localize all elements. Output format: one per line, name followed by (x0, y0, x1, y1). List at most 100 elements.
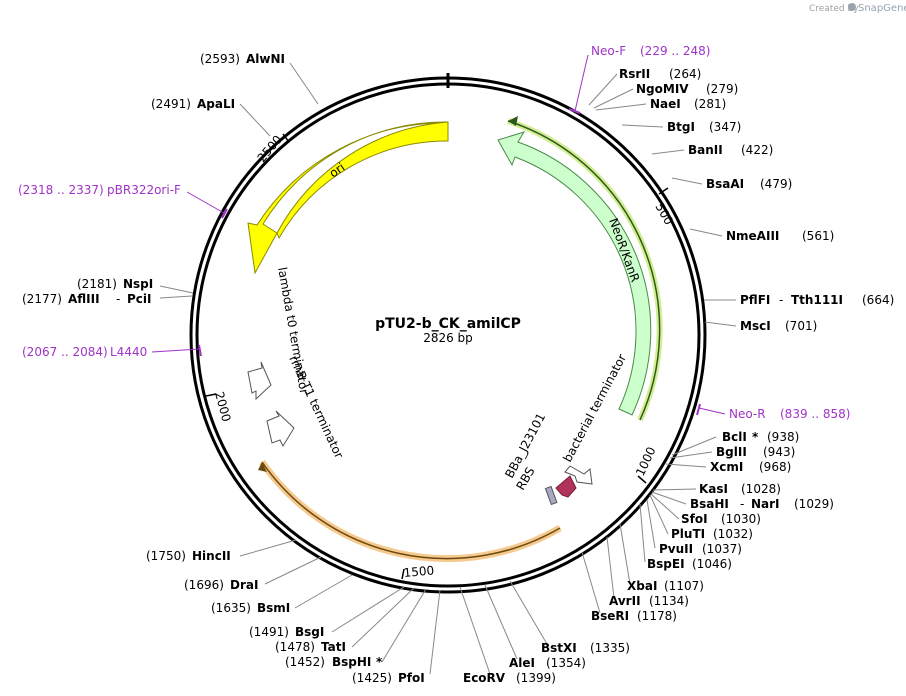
site-leader-ngomiv (593, 88, 634, 109)
neor-arrow (497, 131, 652, 416)
feature-rrnb-terminator[interactable]: rrnB T1 terminator (266, 353, 346, 461)
site-ecorv-name: EcoRV (463, 671, 506, 685)
site-leader-bstxi (509, 580, 548, 645)
site-apali[interactable]: (2491) ApaLI (151, 97, 235, 111)
site-hincii[interactable]: (1750) HincII (146, 549, 231, 563)
site-nspi[interactable]: (2181) NspI (77, 277, 153, 291)
site-xbai[interactable]: XbaI (1107) (627, 579, 704, 593)
site-leader-bseri (581, 551, 601, 614)
site-bsaai[interactable]: BsaAI (479) (706, 177, 792, 191)
site-leader-bsaai (671, 177, 703, 185)
site-alei[interactable]: AleI (1354) (509, 656, 586, 670)
site-leader-naei (595, 103, 647, 111)
site-bglii-name: BglII (716, 445, 747, 459)
primer-neo-r-range: (839 .. 858) (780, 407, 850, 421)
site-ngomiv-pos: (279) (706, 82, 738, 96)
site-leader-nmeaiii (689, 228, 723, 237)
site-ecorv[interactable]: EcoRV (1399) (463, 671, 556, 685)
site-pfoi-pos: (1425) (352, 671, 392, 685)
site-drai[interactable]: (1696) DraI (184, 578, 258, 592)
site-ngomiv-name: NgoMIV (636, 82, 689, 96)
primer-neo-r-mark (696, 403, 701, 416)
neor-strand-line (507, 120, 661, 421)
site-naei-name: NaeI (650, 97, 681, 111)
created-by-text: Created by (809, 4, 859, 14)
site-alei-name: AleI (509, 656, 535, 670)
site-rsrii[interactable]: RsrII (264) (619, 67, 701, 81)
site-drai-name: DraI (230, 578, 258, 592)
site-nmeaiii[interactable]: NmeAIII (561) (726, 229, 834, 243)
site-avrii[interactable]: AvrII (1134) (609, 594, 689, 608)
site-hincii-pos: (1750) (146, 549, 186, 563)
site-pflfi-tth111i[interactable]: PflFI - Tth111I (664) (740, 293, 894, 307)
site-tati[interactable]: (1478) TatI (275, 640, 346, 654)
primer-l4440-mark (198, 344, 202, 357)
site-bsmi-pos: (1635) (211, 601, 251, 615)
primer-neo-f[interactable]: Neo-F (229 .. 248) (568, 44, 710, 114)
site-banii[interactable]: BanII (422) (688, 143, 773, 157)
site-leader-avrii (606, 536, 615, 599)
site-pvuii[interactable]: PvuII (1037) (659, 542, 742, 556)
site-apali-name: ApaLI (197, 97, 235, 111)
primer-pbr322ori-f[interactable]: (2318 .. 2337) pBR322ori-F (18, 183, 228, 219)
site-leader-bsgi (331, 586, 405, 633)
site-bspei-name: BspEI (647, 557, 685, 571)
site-alwni[interactable]: (2593) AlwNI (200, 52, 285, 66)
site-xbai-pos: (1107) (664, 579, 704, 593)
site-bcli[interactable]: BclI * (938) (722, 430, 799, 444)
site-bsgi-name: BsgI (295, 625, 324, 639)
site-leader-rsrii (588, 73, 618, 106)
site-rsrii-name: RsrII (619, 67, 650, 81)
promoter-arrow (555, 475, 577, 498)
ruler-tick-1500 (401, 568, 405, 580)
plasmid-length: 2826 bp (423, 331, 473, 345)
feature-neor[interactable]: NeoR/KanR (497, 131, 652, 416)
primer-neo-r[interactable]: Neo-R (839 .. 858) (696, 403, 850, 421)
brand-text: SnapGene (858, 3, 906, 14)
site-xcmi-name: XcmI (710, 460, 743, 474)
site-xcmi[interactable]: XcmI (968) (710, 460, 791, 474)
site-bseri-pos: (1178) (637, 609, 677, 623)
amilcp-strand-line (261, 461, 561, 560)
site-pfoi[interactable]: (1425) PfoI (352, 671, 425, 685)
site-leader-btgi (621, 124, 664, 128)
site-leader-bglii (669, 451, 713, 459)
site-bsgi[interactable]: (1491) BsgI (249, 625, 324, 639)
primer-l4440[interactable]: (2067 .. 2084) L4440 (22, 344, 202, 359)
primer-pbr322ori-f-leader (186, 191, 225, 214)
site-bsmi[interactable]: (1635) BsmI (211, 601, 290, 615)
site-ngomiv[interactable]: NgoMIV (279) (636, 82, 738, 96)
site-bsahi-nari[interactable]: BsaHI - NarI (1029) (690, 497, 834, 511)
site-bseri[interactable]: BseRI (1178) (591, 609, 677, 623)
site-drai-pos: (1696) (184, 578, 224, 592)
site-sfoi[interactable]: SfoI (1030) (681, 512, 761, 526)
site-bspei[interactable]: BspEI (1046) (647, 557, 732, 571)
ori-arrow (247, 121, 449, 275)
site-bglii[interactable]: BglII (943) (716, 445, 795, 459)
ruler-tick-1000 (637, 475, 647, 484)
bacterial-terminator-arrow (564, 465, 593, 485)
site-nspi-pos: (2181) (77, 277, 117, 291)
site-hincii-name: HincII (192, 549, 231, 563)
feature-rbs[interactable]: RBS (513, 465, 558, 506)
ruler-label-1000: 1000 (633, 445, 659, 479)
site-btgi-pos: (347) (709, 120, 741, 134)
ruler-tick-500 (658, 187, 669, 195)
site-ecorv-pos: (1399) (516, 671, 556, 685)
site-naei[interactable]: NaeI (281) (650, 97, 726, 111)
site-bstxi[interactable]: BstXI (1335) (541, 641, 630, 655)
site-btgi[interactable]: BtgI (347) (667, 120, 741, 134)
site-bsphi[interactable]: (1452) BspHI * (285, 655, 383, 669)
site-leader-pfoi (429, 589, 441, 675)
site-leader-sfoi (650, 493, 680, 520)
site-msci[interactable]: MscI (701) (740, 319, 817, 333)
site-afliii-pcii[interactable]: (2177) AflIII - PciI (22, 292, 152, 306)
site-leaders-right (459, 73, 737, 675)
site-pluti[interactable]: PluTI (1032) (671, 527, 753, 541)
site-kasi[interactable]: KasI (1028) (699, 482, 781, 496)
site-naei-pos: (281) (694, 97, 726, 111)
site-afliii-name: AflIII (68, 292, 100, 306)
site-bsahi-separator: - (740, 497, 744, 511)
feature-bacterial-terminator[interactable]: bacterial terminator (560, 352, 629, 485)
